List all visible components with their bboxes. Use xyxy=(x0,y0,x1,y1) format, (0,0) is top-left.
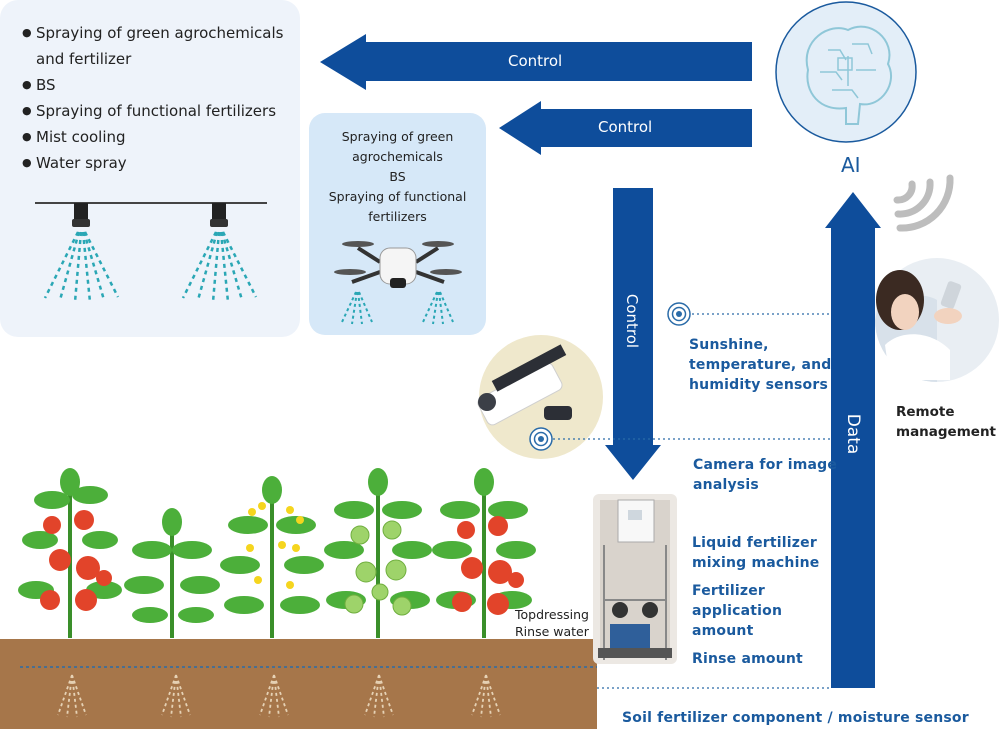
liquid-fertilizer-label: Liquid fertilizer mixing machine xyxy=(692,533,819,573)
root-spray-lines xyxy=(57,674,501,718)
topdressing-line: Rinse water xyxy=(515,624,589,639)
sensor-line: Liquid fertilizer xyxy=(692,535,817,551)
control-vertical-label: Control xyxy=(623,293,641,349)
data-vertical-label: Data xyxy=(843,413,863,455)
ai-brain-icon xyxy=(775,1,917,143)
sensor-line: temperature, and xyxy=(689,357,832,373)
control-arrow-vertical xyxy=(605,188,661,480)
drone-text-line: agrochemicals xyxy=(352,149,443,164)
soil-sensor-label: Soil fertilizer component / moisture sen… xyxy=(622,710,969,726)
tomato-plant-red-1 xyxy=(18,468,122,638)
remote-management-label: Remote management xyxy=(896,402,996,442)
list-item: Water spray xyxy=(22,150,292,176)
sensor-line: Fertilizer xyxy=(692,583,766,599)
fertilizer-amount-label: Fertilizer application amount xyxy=(692,581,782,641)
sensor-line: amount xyxy=(692,623,754,639)
control-arrow-top xyxy=(320,34,752,90)
sensor-line: Sunshine, xyxy=(689,337,769,353)
control-arrow-middle xyxy=(499,101,752,155)
sensor-line: mixing machine xyxy=(692,555,820,571)
camera-sensor-icon xyxy=(529,427,553,451)
drone-text-line: Spraying of green xyxy=(341,129,454,144)
topdressing-label: Topdressing Rinse water xyxy=(515,606,589,640)
list-item: BS xyxy=(22,72,292,98)
security-camera-icon xyxy=(477,335,603,459)
drone-spray-text: Spraying of green agrochemicals BS Spray… xyxy=(317,127,478,227)
rinse-amount-label: Rinse amount xyxy=(692,651,803,667)
drone-text-line: BS xyxy=(389,169,406,184)
camera-analysis-label: Camera for image analysis xyxy=(693,455,837,495)
sensor-line: humidity sensors xyxy=(689,377,829,393)
list-item: Spraying of green agrochemicals and fert… xyxy=(22,20,292,72)
mist-nozzle-icon xyxy=(35,202,267,303)
list-item: Spraying of functional fertilizers xyxy=(22,98,292,124)
remote-phone-user-photo xyxy=(875,258,999,382)
data-arrow-vertical xyxy=(825,192,881,688)
sunshine-sensor-icon xyxy=(667,302,691,326)
list-item: Mist cooling xyxy=(22,124,292,150)
sensor-line: Camera for image xyxy=(693,457,838,473)
sunshine-sensor-label: Sunshine, temperature, and humidity sens… xyxy=(689,335,832,395)
drone-icon xyxy=(334,241,462,325)
tomato-plant-green-leaves xyxy=(124,508,220,638)
sensor-line: application xyxy=(692,603,783,619)
control-top-label: Control xyxy=(508,52,563,70)
remote-line: Remote xyxy=(896,404,955,420)
soil-ground xyxy=(0,639,597,729)
spray-methods-panel: Spraying of green agrochemicals and fert… xyxy=(0,0,300,337)
remote-line: management xyxy=(896,424,997,440)
ai-label: AI xyxy=(841,153,861,177)
drone-spray-panel: Spraying of green agrochemicals BS Spray… xyxy=(309,113,486,335)
liquid-fertilizer-machine xyxy=(593,494,677,664)
spray-methods-list: Spraying of green agrochemicals and fert… xyxy=(22,20,292,176)
tomato-plant-red-2 xyxy=(432,468,536,638)
drone-text-line: fertilizers xyxy=(368,209,427,224)
sensor-line: analysis xyxy=(693,477,759,493)
tomato-plant-flowering xyxy=(220,476,324,638)
wifi-signal-icon xyxy=(893,174,954,232)
topdressing-line: Topdressing xyxy=(515,607,589,622)
tomato-plant-green-fruit xyxy=(324,468,432,638)
control-middle-label: Control xyxy=(598,118,653,136)
drone-text-line: Spraying of functional xyxy=(328,189,467,204)
